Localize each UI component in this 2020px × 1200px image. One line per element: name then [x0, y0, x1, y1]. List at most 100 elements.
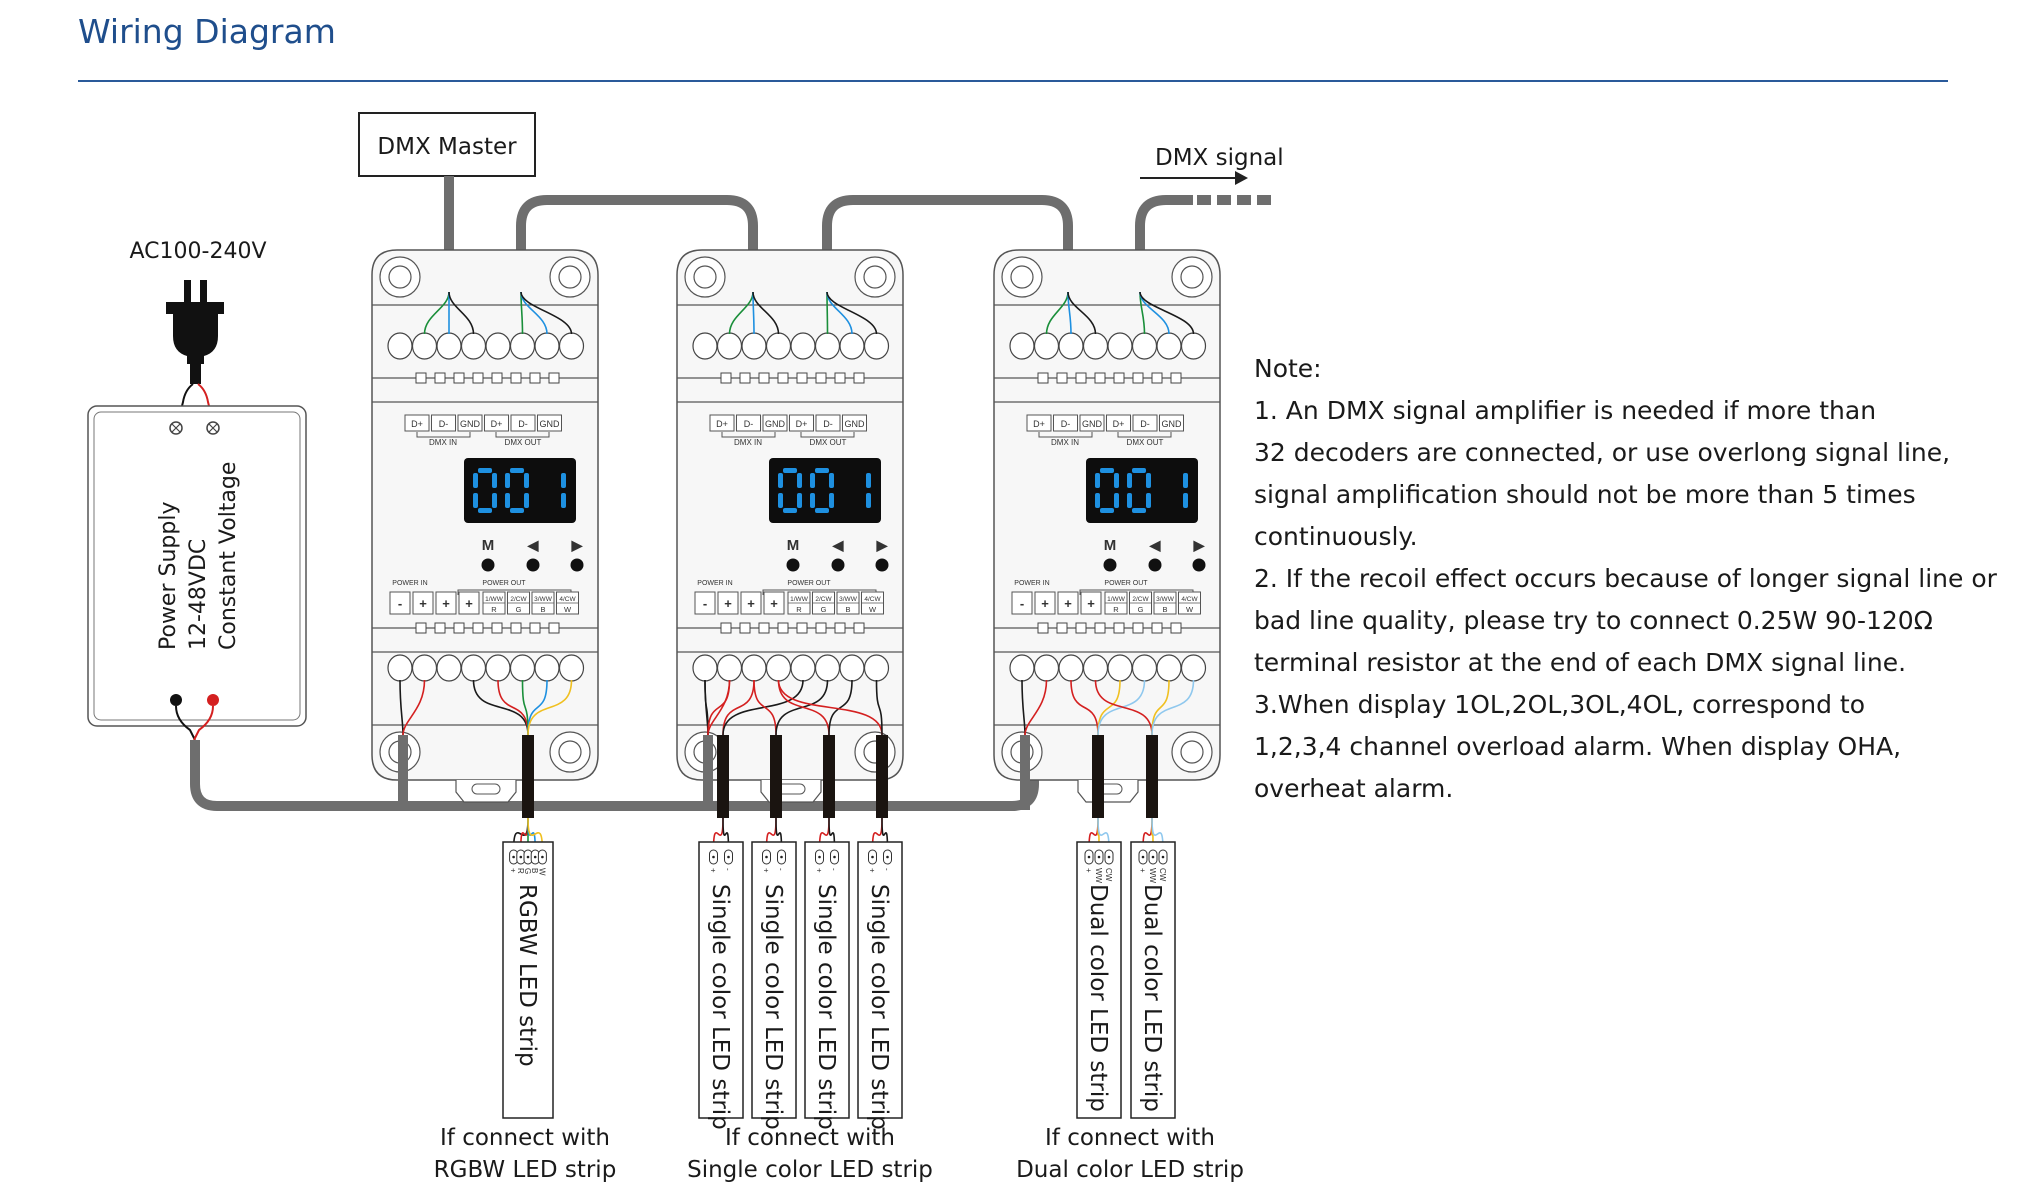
output-wire	[527, 679, 573, 736]
display-segment	[1146, 493, 1151, 508]
led-indicator	[434, 622, 446, 634]
screw-terminal	[863, 332, 890, 360]
strip-label: Dual color LED strip	[1139, 884, 1165, 1112]
prev-button[interactable]: ◀	[831, 537, 845, 572]
strip-pad-dot	[727, 855, 730, 859]
dmx-cable-1-2	[516, 195, 758, 292]
dmx-wire	[1139, 291, 1195, 335]
led-indicator	[415, 372, 427, 384]
mounting-hole-inner	[558, 740, 582, 764]
notes-panel: Note: 1. An DMX signal amplifier is need…	[1254, 348, 2014, 810]
channel-label-top: 2/CW	[815, 596, 832, 603]
screw-terminal	[839, 654, 865, 682]
strip-pad-dot	[1141, 855, 1145, 859]
led-indicator	[758, 372, 770, 384]
output-wire	[881, 817, 889, 851]
channel-label-bottom: G	[516, 605, 522, 614]
led-indicator	[1151, 622, 1163, 634]
screw-terminal	[790, 654, 816, 682]
arrow-right-icon: ▶	[571, 537, 584, 553]
output-wire	[1151, 817, 1164, 851]
dmx-out-label: DMX OUT	[1127, 438, 1164, 447]
strip-pad-dot	[1087, 855, 1091, 859]
strip-pin-label: CW	[1158, 868, 1167, 882]
prev-button[interactable]: ◀	[526, 537, 540, 572]
display-segment	[866, 473, 871, 488]
button-dot	[1192, 558, 1206, 572]
display-segment	[829, 473, 834, 488]
strip-pin-label: B	[530, 868, 539, 873]
led-indicator	[491, 372, 503, 384]
power-terminal-box	[1080, 591, 1102, 615]
dmx-wire	[448, 291, 475, 335]
display-segment	[505, 473, 510, 488]
menu-button[interactable]: M	[1103, 537, 1117, 572]
dmx-signal-indicator: DMX signal	[1140, 145, 1284, 185]
display-segment	[1095, 473, 1100, 488]
channel-label-bottom: W	[1186, 605, 1194, 614]
channel-label-bottom: B	[845, 605, 850, 614]
strip-pad-dot	[780, 855, 783, 859]
dmx-out-label: DMX OUT	[810, 438, 847, 447]
output-wire	[1097, 817, 1110, 851]
menu-button[interactable]: M	[481, 537, 495, 572]
screw-terminal	[863, 654, 890, 682]
strip-pad-dot	[871, 855, 874, 859]
next-button[interactable]: ▶	[875, 537, 889, 572]
led-indicator	[720, 372, 732, 384]
address-display	[769, 458, 881, 523]
power-terminal-label: -	[398, 596, 402, 611]
dmx-signal-label: DMX signal	[1155, 145, 1284, 171]
output-cable	[823, 735, 835, 818]
mounting-hole-inner	[388, 265, 412, 289]
caption-dual: If connect with Dual color LED strip	[1000, 1122, 1260, 1186]
prev-button[interactable]: ◀	[1148, 537, 1162, 572]
output-wire	[707, 679, 731, 736]
menu-button[interactable]: M	[786, 537, 800, 572]
ac-wire-black	[176, 383, 194, 427]
strip-pin-label: +	[1138, 868, 1147, 873]
led-indicator	[720, 622, 732, 634]
screw-terminal	[692, 332, 718, 360]
strip-pad-dot	[512, 855, 515, 859]
display-segment	[1183, 493, 1188, 508]
rgbw-output	[472, 679, 573, 851]
dmx-terminal-label: GND	[845, 419, 866, 429]
strip-pad-dot	[712, 855, 715, 859]
note-line: overheat alarm.	[1254, 774, 1454, 803]
led-indicator	[815, 622, 827, 634]
screw-terminal	[790, 332, 816, 360]
power-in-label: POWER IN	[697, 580, 732, 587]
screw-terminal	[411, 332, 438, 360]
power-wire-positive	[402, 679, 426, 736]
next-button[interactable]: ▶	[570, 537, 584, 572]
next-button[interactable]: ▶	[1192, 537, 1206, 572]
dmx-master-label: DMX Master	[377, 134, 517, 160]
dmx-terminal-box	[1159, 414, 1184, 432]
display-segment	[1146, 473, 1151, 488]
display-segment	[866, 493, 871, 508]
output-wire	[472, 679, 529, 736]
output-wire	[722, 679, 804, 736]
screw-terminal	[387, 654, 413, 682]
display-segment	[797, 493, 802, 508]
title-divider	[78, 80, 1948, 82]
display-segment	[1100, 468, 1114, 473]
button-dot	[831, 558, 845, 572]
power-terminal-box	[717, 591, 739, 615]
led-indicator	[1132, 372, 1144, 384]
channel-label-top: 4/CW	[1181, 596, 1198, 603]
led-indicator	[548, 372, 560, 384]
dmx-terminal-label: D-	[439, 419, 449, 429]
screw-terminal	[460, 332, 487, 360]
bracket	[1038, 432, 1093, 438]
output-wire	[875, 679, 883, 736]
screw-terminal	[1058, 332, 1084, 360]
display-segment	[810, 473, 815, 488]
screw-terminal	[460, 654, 487, 682]
led-indicator	[1113, 372, 1125, 384]
led-indicator	[1056, 622, 1068, 634]
dmx-terminal-box	[404, 414, 430, 432]
